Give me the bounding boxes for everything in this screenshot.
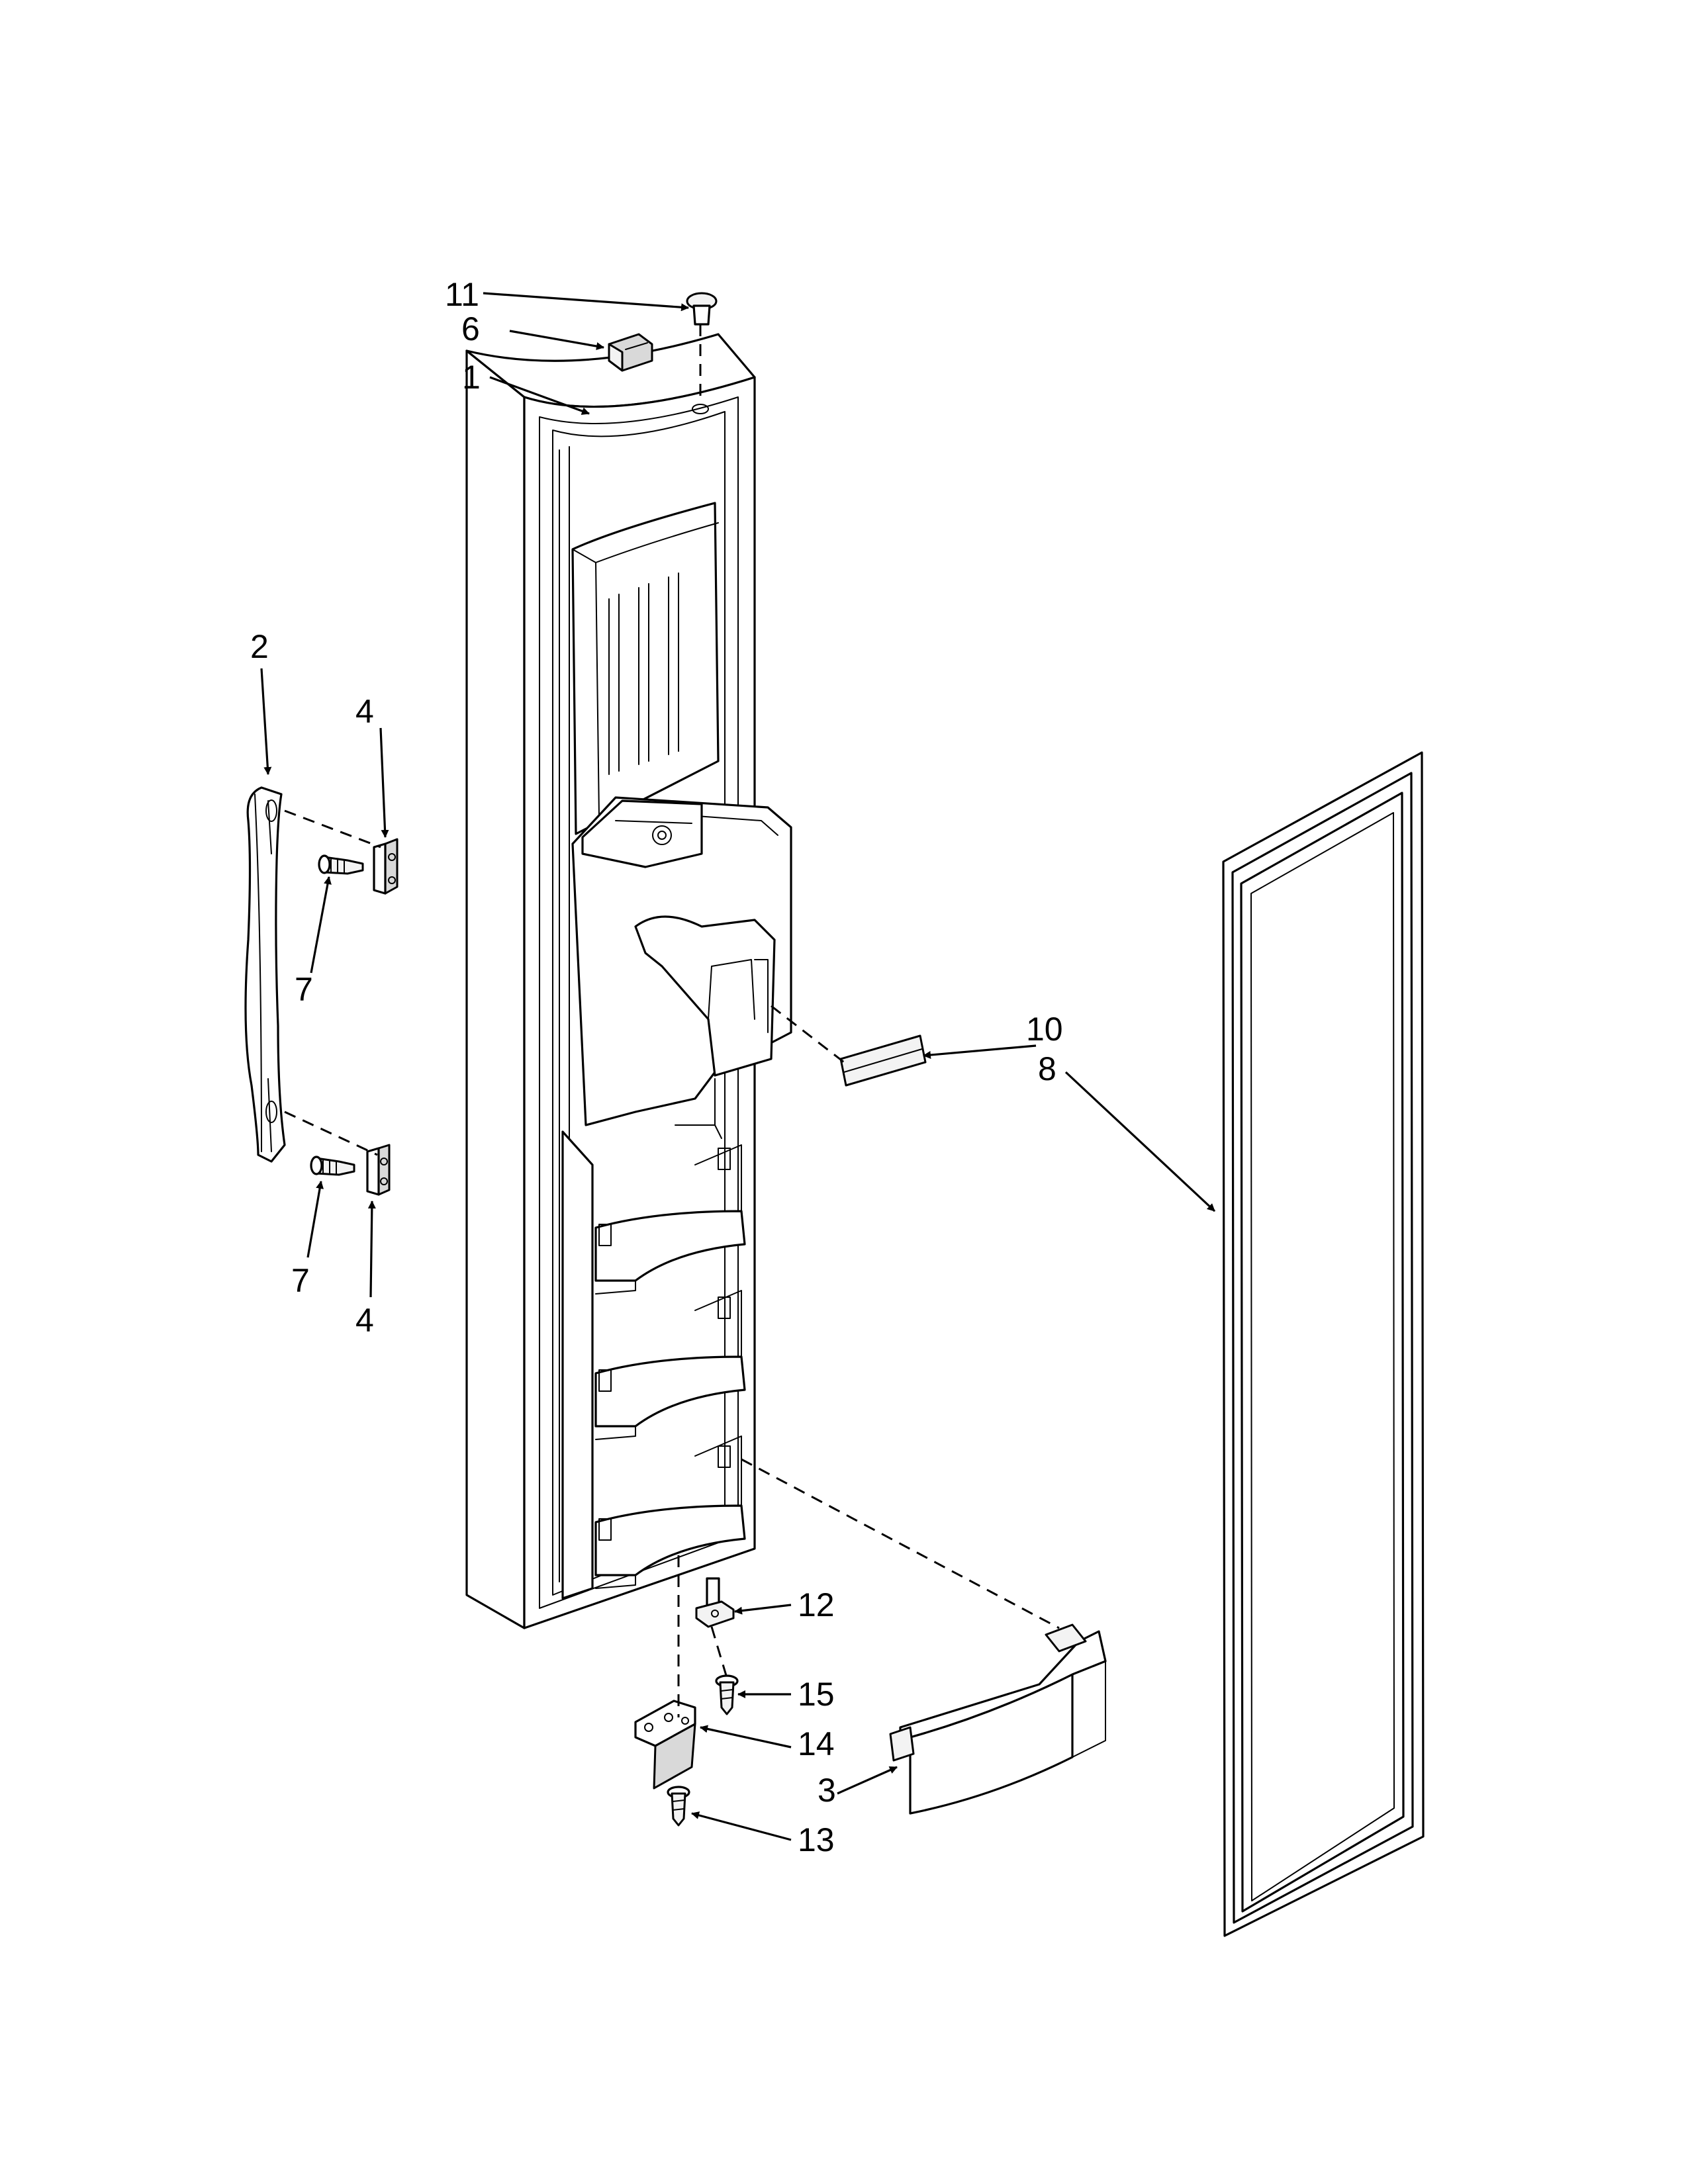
- callout-2: 2: [250, 628, 269, 665]
- door-assembly: [465, 333, 792, 1629]
- callout-14: 14: [798, 1725, 835, 1762]
- screw: [318, 854, 364, 875]
- handle-mount-bracket: [373, 838, 399, 895]
- callout-3: 3: [818, 1772, 836, 1809]
- callout-8: 8: [1038, 1050, 1056, 1087]
- lower-hinge: [634, 1700, 696, 1790]
- callout-7-upper: 7: [295, 971, 313, 1008]
- door-gasket: [1222, 751, 1425, 1937]
- callout-11: 11: [445, 276, 479, 313]
- callout-7-lower: 7: [291, 1262, 310, 1299]
- callout-1: 1: [462, 359, 481, 396]
- callout-12: 12: [798, 1586, 835, 1623]
- callout-15: 15: [798, 1676, 835, 1713]
- door-bin: [889, 1623, 1107, 1815]
- dispenser-trim: [839, 1034, 927, 1087]
- callout-13: 13: [798, 1821, 835, 1858]
- hinge-pin: [695, 1577, 735, 1628]
- handle-mount-bracket: [366, 1144, 391, 1196]
- hinge-plug: [686, 292, 718, 326]
- callout-4-lower: 4: [355, 1302, 374, 1339]
- screw: [715, 1674, 739, 1715]
- callout-6: 6: [461, 310, 480, 347]
- assembly-guide-lines: [284, 324, 1060, 1717]
- screw: [667, 1786, 690, 1827]
- door-handle: [244, 786, 286, 1163]
- callout-4-upper: 4: [355, 693, 374, 730]
- leader-lines: [260, 292, 1216, 1841]
- door-switch: [608, 333, 653, 372]
- screw: [310, 1156, 355, 1176]
- callout-10: 10: [1026, 1011, 1063, 1048]
